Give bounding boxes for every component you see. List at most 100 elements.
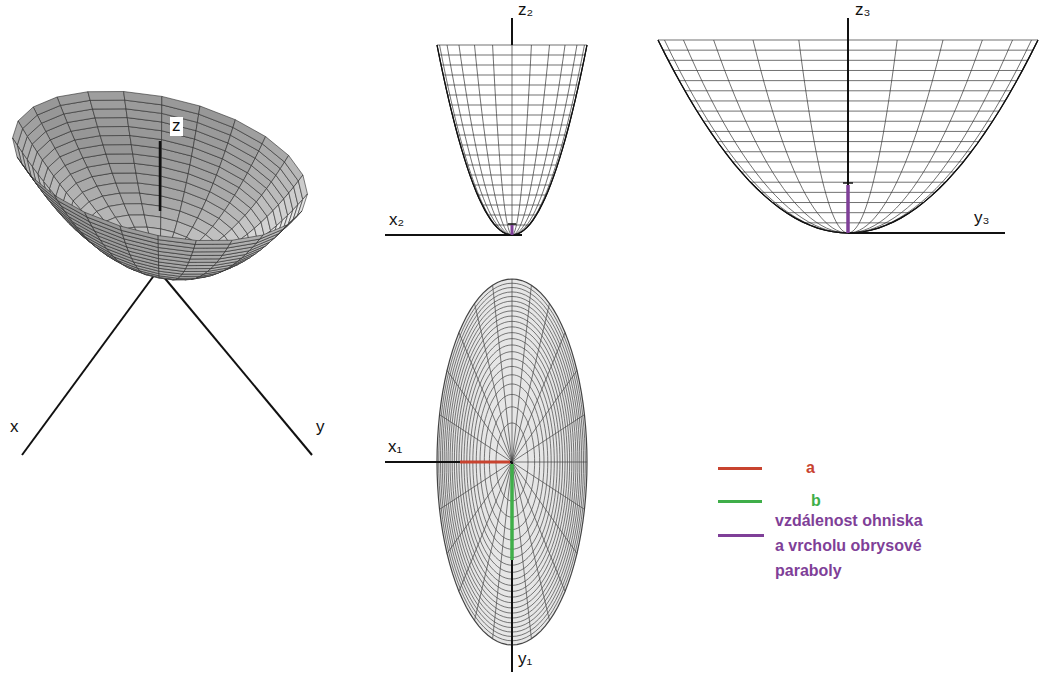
legend-swatch xyxy=(718,467,762,470)
surface-face xyxy=(187,262,217,265)
radial-line xyxy=(512,415,584,462)
semi-axis-b xyxy=(510,464,514,560)
z3-axis xyxy=(847,18,849,185)
axis-label: y₁ xyxy=(518,650,532,669)
y1-axis xyxy=(511,462,513,672)
surface-face xyxy=(262,137,288,162)
surface-face xyxy=(195,240,232,244)
legend-text: a xyxy=(806,455,815,480)
surface-face xyxy=(191,252,225,256)
radial-line xyxy=(447,462,512,554)
surface-face xyxy=(120,193,142,204)
radial-line xyxy=(475,304,513,462)
mesh-line xyxy=(512,45,565,235)
focus-distance xyxy=(846,185,850,233)
surface-face xyxy=(58,201,90,222)
legend-text: vzdálenost ohniska a vrcholu obrysové pa… xyxy=(775,508,929,583)
axis-label: x xyxy=(10,418,19,437)
x1-axis xyxy=(385,461,512,463)
surface-face xyxy=(194,244,230,248)
mesh-line xyxy=(664,40,848,233)
surface-face xyxy=(88,92,125,101)
surface-face xyxy=(144,215,161,229)
surface-face xyxy=(124,204,144,215)
axis-label: z₂ xyxy=(518,1,533,20)
mesh-line xyxy=(512,45,584,235)
mesh-line xyxy=(799,40,848,233)
radial-line xyxy=(475,462,513,620)
surface-face xyxy=(95,118,129,127)
mesh-line xyxy=(512,45,513,235)
mesh-line xyxy=(447,45,512,235)
surface-face xyxy=(193,248,228,252)
surface-face xyxy=(162,96,200,114)
mesh-line xyxy=(848,40,982,233)
surface-face xyxy=(260,225,287,239)
z-axis xyxy=(159,141,162,211)
mesh-line xyxy=(475,45,513,235)
legend-swatch xyxy=(718,500,762,503)
mesh-line xyxy=(848,40,943,233)
axis-label: y₃ xyxy=(974,209,989,228)
axis-label: x₁ xyxy=(388,438,402,457)
mesh-line xyxy=(459,45,512,235)
mesh-line xyxy=(848,40,897,233)
mesh-line xyxy=(512,45,531,235)
surface-face xyxy=(120,226,158,240)
radial-line xyxy=(512,304,550,462)
mesh-line xyxy=(512,45,550,235)
focus-distance xyxy=(511,225,514,235)
radial-line xyxy=(459,462,512,591)
semi-axis-a xyxy=(460,461,510,464)
surface-face xyxy=(199,106,236,127)
x2-axis xyxy=(385,234,522,236)
radial-line xyxy=(512,462,565,591)
surface-face xyxy=(98,127,130,136)
contour-parabola xyxy=(437,45,587,235)
y-axis xyxy=(158,270,312,455)
contour-parabola xyxy=(437,45,587,235)
radial-line xyxy=(512,462,587,463)
radial-line xyxy=(447,371,512,463)
radial-line xyxy=(512,462,550,620)
axis-label: y xyxy=(316,418,325,437)
radial-line xyxy=(512,279,513,462)
surface-face xyxy=(90,100,126,109)
surface-face xyxy=(13,138,22,164)
mesh-line xyxy=(714,40,848,233)
radial-line xyxy=(512,371,577,463)
x-axis xyxy=(22,270,158,455)
surface-face xyxy=(57,92,90,106)
radial-line xyxy=(440,415,512,462)
surface-face xyxy=(184,269,211,272)
radial-line xyxy=(512,462,577,554)
surface-face xyxy=(31,177,57,201)
top-view xyxy=(385,279,587,672)
mesh-line xyxy=(753,40,848,233)
legend-text: b xyxy=(811,488,821,513)
surface-face xyxy=(190,255,222,259)
axis-label: x₂ xyxy=(389,211,404,230)
surface-face xyxy=(233,120,266,144)
mesh-line xyxy=(440,45,512,235)
surface-face xyxy=(285,155,303,181)
axonometric-view xyxy=(13,92,312,455)
surface-face xyxy=(54,195,87,217)
surface-face xyxy=(93,109,128,118)
surface-face xyxy=(103,145,133,154)
surface-face xyxy=(189,259,220,263)
mesh-line xyxy=(848,40,1013,233)
surface-face xyxy=(297,194,307,216)
mesh-line xyxy=(683,40,848,233)
radial-line xyxy=(512,333,565,462)
surface-face xyxy=(230,235,263,244)
side-view xyxy=(658,18,1038,233)
radial-line xyxy=(512,462,584,509)
focus-mark xyxy=(508,223,516,225)
surface-face xyxy=(158,236,196,245)
axis-label: z₃ xyxy=(855,1,870,20)
radial-line xyxy=(493,462,512,639)
axis-label: z xyxy=(170,117,183,136)
radial-line xyxy=(459,333,512,462)
